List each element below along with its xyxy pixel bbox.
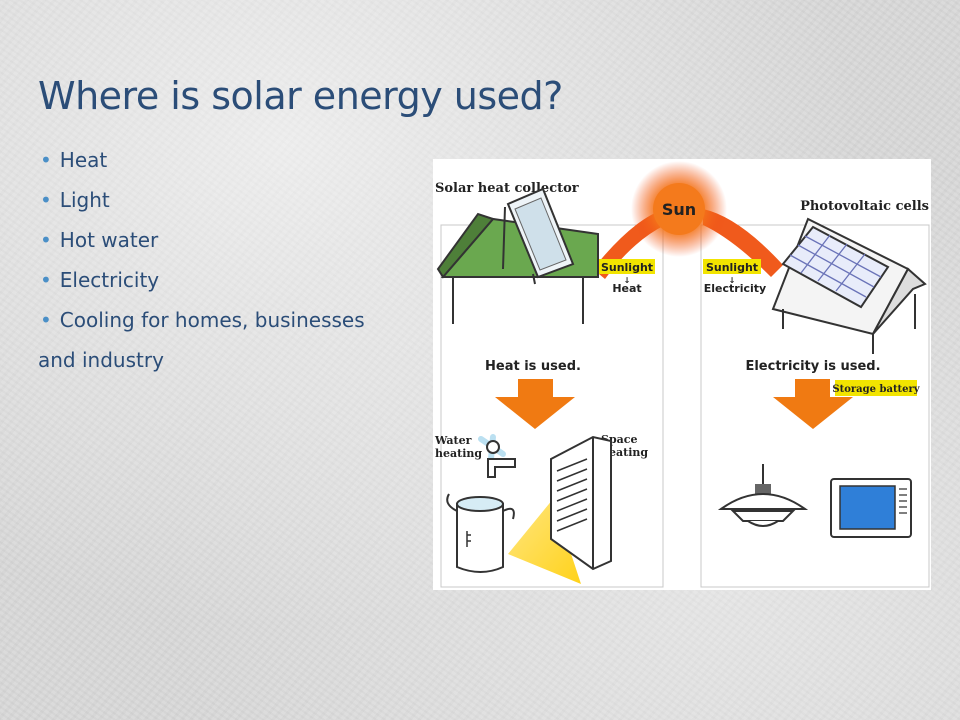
sun-label: Sun: [662, 200, 696, 219]
left-down-arrow-icon: [495, 379, 575, 429]
solar-heat-collector-label: Solar heat collector: [435, 181, 579, 196]
storage-battery-box: [835, 380, 917, 396]
water-heating-label-2: heating: [435, 447, 482, 460]
bullet-dot-icon: •: [40, 308, 52, 332]
space-heating-label-2: heating: [601, 446, 648, 459]
slide-title: Where is solar energy used?: [38, 74, 563, 118]
bullet-dot-icon: •: [40, 268, 52, 292]
electricity-used-label: Electricity is used.: [745, 359, 880, 374]
storage-battery-label: Storage battery: [832, 384, 920, 395]
bullet-item: •Hot water: [40, 228, 159, 252]
photovoltaic-panel-icon: [781, 225, 890, 309]
left-sunlight-box: [599, 259, 655, 274]
solar-diagram-svg: Sun Solar heat collector Sunlight ↓ Heat…: [434, 161, 930, 588]
space-heater-icon: [550, 435, 612, 571]
ceiling-lamp-icon: [717, 464, 809, 527]
right-conversion-to: Electricity: [704, 282, 766, 295]
television-icon: [830, 478, 912, 538]
solar-diagram: Sun Solar heat collector Sunlight ↓ Heat…: [433, 159, 931, 590]
left-conversion-arrow-icon: ↓: [624, 276, 631, 285]
faucet-icon: [478, 434, 516, 478]
bullet-item: •Light: [40, 188, 110, 212]
right-down-arrow-icon: [773, 379, 853, 429]
bullet-dot-icon: •: [40, 148, 52, 172]
bullet-list: •Heat •Light •Hot water •Electricity •Co…: [38, 140, 420, 380]
heat-used-label: Heat is used.: [485, 359, 581, 374]
right-conversion-from: Sunlight: [706, 261, 758, 274]
warm-light-cone-icon: [508, 499, 581, 584]
left-conversion-from: Sunlight: [601, 261, 653, 274]
water-heating-label-1: Water: [434, 434, 472, 447]
left-conversion-to: Heat: [612, 282, 641, 295]
right-conversion-arrow-icon: ↓: [729, 276, 736, 285]
bullet-item: •Cooling for homes, businesses and indus…: [38, 300, 420, 380]
bullet-dot-icon: •: [40, 188, 52, 212]
bullet-item: •Electricity: [40, 268, 160, 292]
photovoltaic-cells-label: Photovoltaic cells: [800, 199, 929, 214]
bullet-dot-icon: •: [40, 228, 52, 252]
sun-icon: [653, 183, 705, 235]
bullet-continuation: and industry: [38, 348, 164, 372]
solar-heat-collector-icon: [502, 187, 575, 285]
water-pot-icon: [446, 493, 515, 573]
bullet-item: •Heat: [40, 148, 108, 172]
right-sunlight-box: [703, 259, 761, 274]
